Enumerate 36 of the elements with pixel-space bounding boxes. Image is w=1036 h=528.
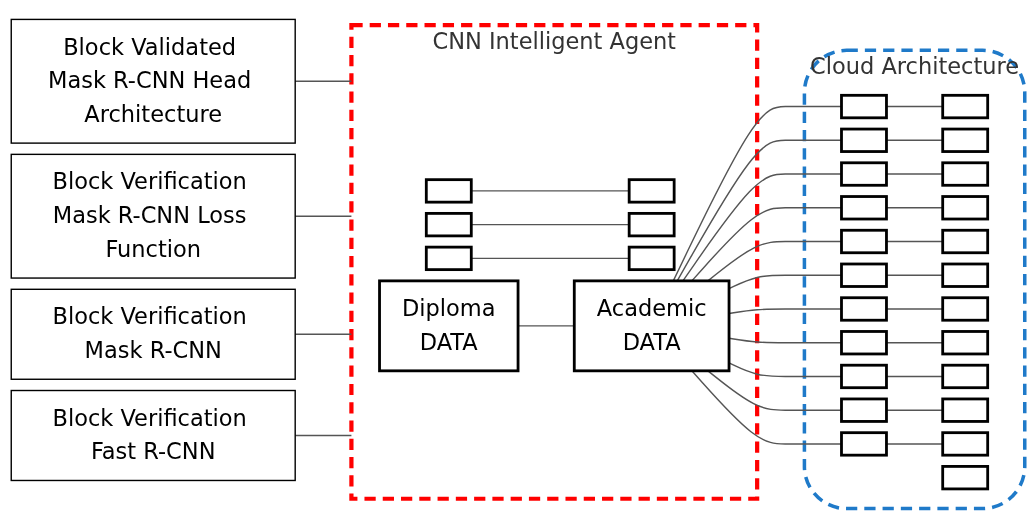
node-box: Academic DATA: [572, 279, 731, 373]
node-box: [840, 228, 888, 255]
node-box: [941, 262, 990, 288]
node-box: [941, 195, 990, 221]
node-box: [840, 262, 888, 288]
node-box: [627, 212, 676, 238]
node-box: [840, 93, 888, 120]
node-box: Block Verification Fast R-CNN: [10, 389, 296, 482]
node-box: [941, 228, 990, 255]
node-box: [627, 245, 676, 272]
node-box: [941, 465, 990, 491]
node-box: [840, 127, 888, 153]
node-box: [840, 296, 888, 322]
node-box: Block Verification Mask R-CNN: [10, 288, 296, 380]
node-box: Diploma DATA: [378, 279, 520, 373]
node-box: Block Verification Mask R-CNN Loss Function: [10, 153, 296, 279]
node-box: [941, 93, 990, 120]
node-box: [941, 330, 990, 356]
node-box: [840, 431, 888, 457]
node-box: [424, 245, 473, 272]
node-box: [840, 363, 888, 390]
node-box: [941, 127, 990, 153]
node-box: [424, 212, 473, 238]
node-box: [840, 161, 888, 187]
node-box: [840, 397, 888, 423]
node-box: [941, 397, 990, 423]
node-box: [941, 431, 990, 457]
node-box: [424, 178, 473, 204]
node-box: [840, 195, 888, 221]
node-box: [941, 161, 990, 187]
node-box: [627, 178, 676, 204]
cluster: Cloud Architecture: [802, 48, 1027, 511]
node-box: [941, 296, 990, 322]
node-box: Block Validated Mask R-CNN Head Architecture: [10, 18, 296, 144]
node-box: [941, 363, 990, 390]
node-box: [840, 330, 888, 356]
